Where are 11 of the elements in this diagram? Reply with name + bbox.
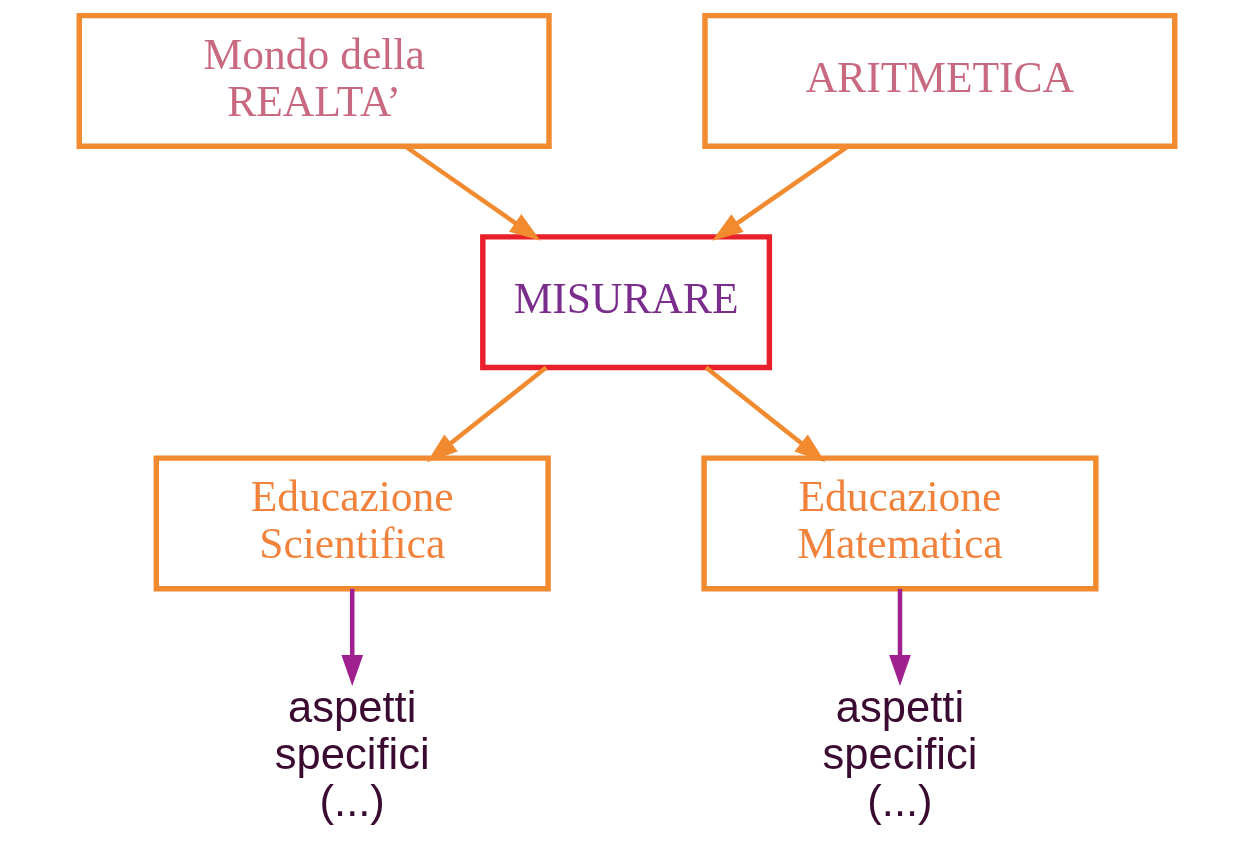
arrow: [704, 365, 825, 463]
arrow: [888, 588, 911, 686]
node-box: Mondo della REALTA’: [76, 12, 552, 149]
node-box: Educazione Matematica: [700, 455, 1099, 592]
node-box: MISURARE: [479, 234, 772, 371]
node-box: ARITMETICA: [701, 12, 1177, 149]
node-text: aspetti specifici (...): [274, 682, 430, 825]
node-box: Educazione Scientifica: [153, 455, 551, 592]
arrow: [426, 365, 548, 463]
node-text: aspetti specifici (...): [822, 682, 977, 825]
arrow: [340, 588, 363, 686]
